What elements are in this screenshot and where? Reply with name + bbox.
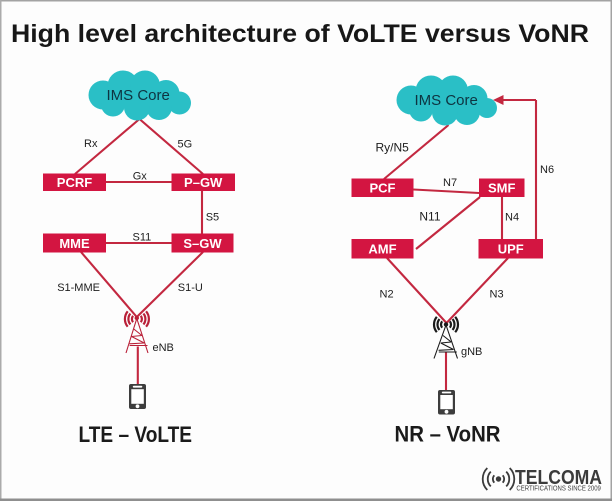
svg-text:CERTIFICATIONS SINCE 2009: CERTIFICATIONS SINCE 2009 xyxy=(516,484,601,493)
svg-text:N11: N11 xyxy=(419,210,440,224)
svg-text:gNB: gNB xyxy=(461,346,482,358)
svg-text:LTE – VoLTE: LTE – VoLTE xyxy=(79,422,193,447)
svg-text:SMF: SMF xyxy=(488,180,516,195)
svg-text:IMS Core: IMS Core xyxy=(107,87,170,104)
svg-text:N4: N4 xyxy=(505,212,519,224)
svg-text:S1-U: S1-U xyxy=(178,282,203,294)
svg-text:S–GW: S–GW xyxy=(183,236,222,251)
svg-text:S5: S5 xyxy=(206,212,219,224)
svg-text:IMS Core: IMS Core xyxy=(415,92,478,109)
svg-text:N6: N6 xyxy=(540,164,554,176)
svg-text:N7: N7 xyxy=(443,177,457,189)
svg-text:Rx: Rx xyxy=(84,138,98,150)
svg-text:NR – VoNR: NR – VoNR xyxy=(395,422,501,447)
svg-text:PCF: PCF xyxy=(370,180,396,195)
svg-text:S1-MME: S1-MME xyxy=(57,282,100,294)
svg-text:High level architecture of VoL: High level architecture of VoLTE versus … xyxy=(11,20,589,48)
svg-text:UPF: UPF xyxy=(498,241,524,256)
svg-text:AMF: AMF xyxy=(368,241,396,256)
svg-text:MME: MME xyxy=(59,236,90,251)
svg-text:N2: N2 xyxy=(380,289,394,301)
svg-text:Ry/N5: Ry/N5 xyxy=(376,141,410,155)
svg-text:eNB: eNB xyxy=(153,342,174,354)
svg-text:N3: N3 xyxy=(490,289,504,301)
svg-text:P–GW: P–GW xyxy=(184,175,223,190)
svg-text:TELCOMA: TELCOMA xyxy=(515,467,602,489)
svg-text:5G: 5G xyxy=(178,139,193,151)
svg-text:Gx: Gx xyxy=(133,171,148,183)
svg-text:PCRF: PCRF xyxy=(57,175,92,190)
svg-text:S11: S11 xyxy=(133,232,152,244)
